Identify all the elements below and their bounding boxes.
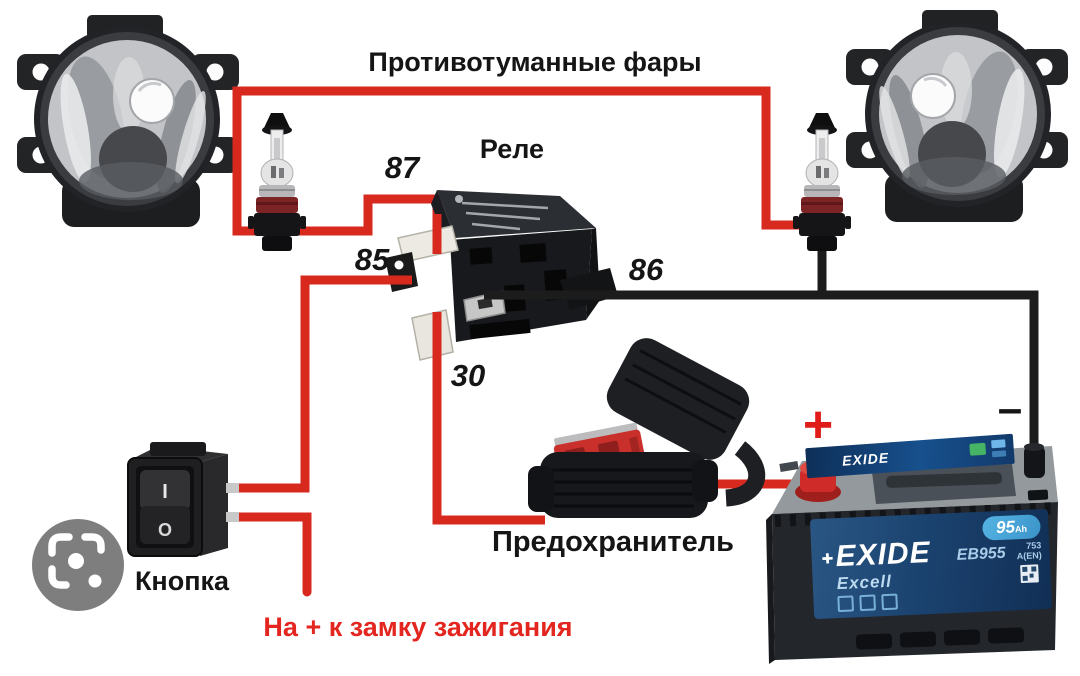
- fog-lamp-left: [15, 13, 241, 229]
- battery-qr-code: [1020, 564, 1039, 584]
- battery-top-blue-mark-icon: [991, 439, 1006, 449]
- switch-terminal-lower: [226, 512, 239, 522]
- battery-feature-icon: [837, 595, 854, 613]
- relay-pin-87-label: 87: [384, 150, 420, 185]
- battery-feature-icon: [881, 593, 898, 611]
- battery-brand: ✚ EXIDE: [821, 536, 932, 574]
- fog-lamp-right: [844, 8, 1070, 224]
- relay-pin-30-label: 30: [450, 358, 486, 393]
- ignition-note: На + к замку зажигания: [263, 612, 573, 642]
- relay-label: Реле: [479, 134, 545, 164]
- relay-pin-86-label: 86: [628, 252, 664, 287]
- wire-red-switch-to-ignition: [226, 512, 312, 597]
- battery-minus-sign: –: [997, 384, 1023, 433]
- battery-model: EB955: [956, 544, 1006, 564]
- battery-front-label: ✚ EXIDE Excell 95Ah EB955 753 A(EN): [809, 508, 1053, 620]
- wire-red-85-to-switch: [231, 275, 412, 493]
- battery-feature-icons: [837, 593, 898, 613]
- fuse-holder: [528, 338, 766, 518]
- fuse-label: Предохранитель: [492, 526, 734, 558]
- battery-minus-terminal: [1024, 443, 1045, 478]
- battery-top-blue-mark2-icon: [991, 450, 1007, 458]
- battery-top-brand: EXIDE: [841, 449, 890, 469]
- battery-top-green-mark-icon: [969, 442, 987, 456]
- switch-on-mark: I: [162, 481, 168, 503]
- wire-red-30-to-fuse: [432, 316, 545, 525]
- diagram-title: Противотуманные фары: [368, 47, 702, 77]
- battery-feature-icon: [859, 594, 876, 612]
- switch-off-mark: O: [158, 520, 172, 540]
- battery-rating: 753 A(EN): [1016, 540, 1042, 562]
- rocker-switch: I O: [127, 442, 239, 557]
- battery-capacity-badge: 95Ah: [981, 514, 1041, 541]
- wire-black-86-to-battery-minus: [484, 290, 1039, 458]
- lens-icon: [32, 519, 124, 611]
- switch-terminal-upper: [226, 483, 239, 493]
- relay-body: [374, 190, 622, 361]
- wire-red-top-rail: [232, 86, 820, 236]
- switch-label: Кнопка: [134, 566, 230, 596]
- relay-pin-85-label: 85: [354, 242, 390, 277]
- h11-bulb-left: [247, 112, 307, 252]
- exide-logo-mark-icon: ✚: [821, 550, 835, 567]
- battery-plus-sign: +: [802, 396, 834, 454]
- battery-series: Excell: [836, 571, 893, 594]
- h11-bulb-right: [792, 112, 852, 252]
